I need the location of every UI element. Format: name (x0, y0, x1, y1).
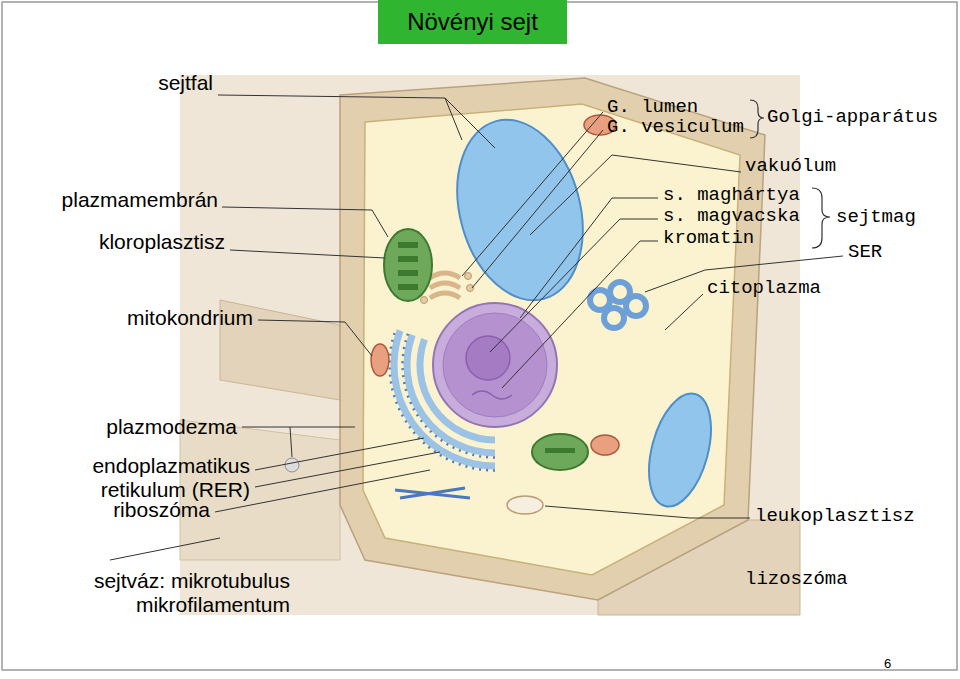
grana (545, 448, 575, 453)
leader-line (490, 219, 658, 352)
part-label: s. maghártya (663, 185, 800, 207)
leader-line (665, 294, 703, 330)
leader-line (242, 427, 355, 428)
part-label: lizoszóma (745, 569, 848, 591)
part-label: SER (848, 242, 882, 264)
part-label: citoplazma (707, 278, 821, 300)
page-frame (2, 2, 957, 670)
vacuole (638, 387, 722, 514)
title-box: Növényi sejt (378, 0, 567, 44)
part-label: kloroplasztisz (99, 230, 225, 254)
leader-line (502, 241, 658, 388)
part-label: riboszóma (113, 498, 210, 522)
part-label: plazmodezma (106, 415, 237, 439)
ser (604, 308, 624, 328)
nuclear-envelope (433, 303, 557, 427)
grana (398, 256, 418, 262)
golgi-vesicle (465, 273, 472, 280)
part-label: G. vesiculum (607, 117, 744, 139)
chloroplast (384, 229, 432, 301)
golgi (430, 273, 460, 278)
part-label: s. magvacska (663, 206, 800, 228)
leader-line (258, 320, 372, 356)
part-label: sejtfal (158, 71, 213, 95)
nucleoplasm (443, 313, 547, 417)
leader-line (445, 98, 462, 140)
wall-ground (180, 75, 800, 615)
part-label: G. lumen (607, 97, 698, 119)
mitochondrion (371, 344, 389, 376)
leucoplast (507, 496, 543, 514)
bracket (812, 188, 830, 248)
golgi (430, 283, 460, 288)
golgi-vesicle (421, 297, 428, 304)
part-label: sejtmag (836, 207, 916, 229)
part-label: Golgi-apparátus (767, 107, 938, 129)
leader-line (545, 506, 750, 518)
plasmodesma (285, 458, 299, 472)
part-label: leukoplasztisz (755, 506, 915, 528)
mitochondrion (591, 435, 619, 455)
grana (398, 270, 418, 276)
chromatin (472, 391, 512, 399)
leader-line (255, 452, 440, 487)
title: Növényi sejt (407, 8, 538, 36)
ser (626, 296, 646, 316)
cytoplasm (363, 104, 740, 575)
golgi (430, 293, 460, 298)
part-label: 6 (884, 657, 891, 672)
bracket (750, 100, 764, 138)
grana (398, 242, 418, 248)
leader-line (110, 538, 220, 560)
leader-line (218, 95, 495, 148)
grana (398, 284, 418, 290)
vacuole (438, 106, 602, 315)
cell-wall (340, 78, 765, 600)
leader-line (230, 250, 385, 258)
leader-line (255, 438, 424, 470)
part-label: kromatin (663, 228, 754, 250)
leader-line (290, 427, 292, 457)
leader-line (472, 130, 603, 288)
part-label: mitokondrium (127, 306, 253, 330)
chloroplast (532, 434, 588, 470)
part-label: vakuólum (745, 156, 836, 178)
part-label: endoplazmatikus retikulum (RER) (50, 454, 250, 502)
leader-line (222, 207, 388, 237)
leader-line (462, 112, 603, 276)
part-label: plazmamembrán (62, 188, 218, 212)
nucleolus (466, 336, 510, 380)
ser (590, 290, 610, 310)
part-label: sejtváz: mikrotubulus mikrofilamentum (50, 569, 290, 617)
microtubule (400, 488, 465, 498)
